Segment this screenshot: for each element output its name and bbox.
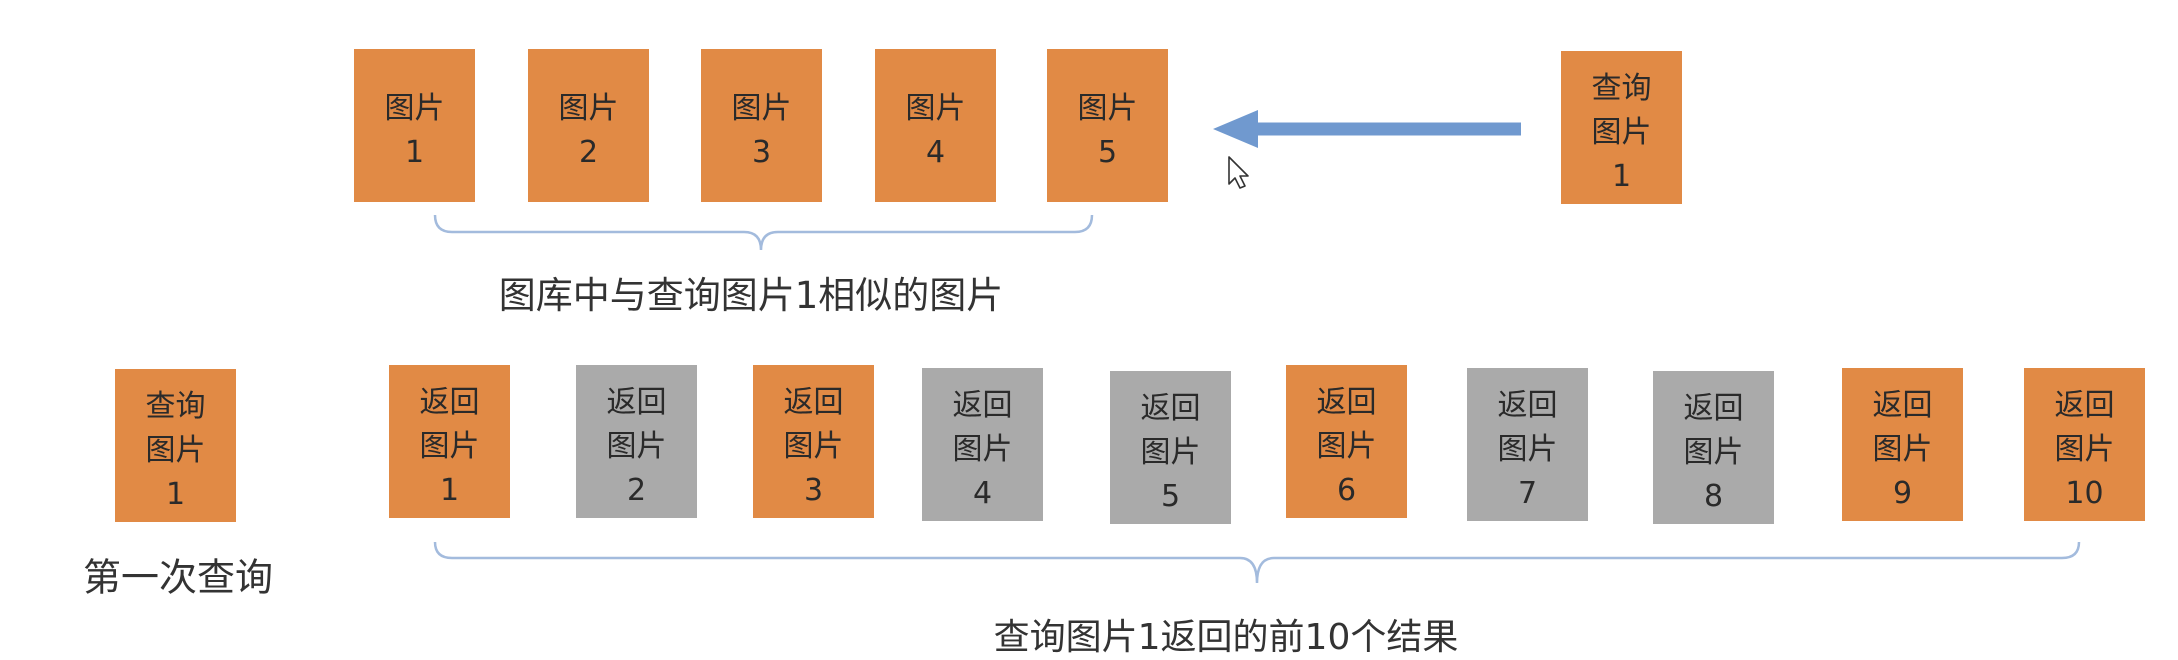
mouse-cursor-icon <box>1228 156 1249 189</box>
results-bracket <box>433 541 2081 584</box>
box-title: 图片 <box>1077 90 1138 126</box>
gallery-label: 图库中与查询图片1相似的图片 <box>498 274 1004 317</box>
box-number: 1 <box>1611 158 1632 194</box>
result-image-10: 返回 图片 10 <box>2024 368 2145 521</box>
box-subtitle: 图片 <box>145 432 206 468</box>
box-title: 返回 <box>606 384 667 420</box>
box-number: 5 <box>1160 478 1181 514</box>
result-image-2: 返回 图片 2 <box>576 365 697 518</box>
gallery-image-4: 图片 4 <box>875 49 996 202</box>
gallery-image-1: 图片 1 <box>354 49 475 202</box>
box-number: 2 <box>626 472 647 508</box>
box-title: 返回 <box>1497 387 1558 423</box>
box-number: 10 <box>2065 475 2104 511</box>
result-image-6: 返回 图片 6 <box>1286 365 1407 518</box>
box-number: 6 <box>1336 472 1357 508</box>
box-subtitle: 图片 <box>1140 434 1201 470</box>
box-title: 图片 <box>384 90 445 126</box>
box-title: 返回 <box>419 384 480 420</box>
box-number: 1 <box>439 472 460 508</box>
gallery-image-2: 图片 2 <box>528 49 649 202</box>
box-number: 5 <box>1097 134 1118 170</box>
gallery-image-3: 图片 3 <box>701 49 822 202</box>
box-subtitle: 图片 <box>1591 114 1652 150</box>
box-subtitle: 图片 <box>1316 428 1377 464</box>
box-subtitle: 图片 <box>606 428 667 464</box>
box-title: 返回 <box>1140 390 1201 426</box>
box-subtitle: 图片 <box>1683 434 1744 470</box>
box-subtitle: 图片 <box>419 428 480 464</box>
box-number: 7 <box>1517 475 1538 511</box>
box-number: 4 <box>925 134 946 170</box>
result-image-7: 返回 图片 7 <box>1467 368 1588 521</box>
result-image-1: 返回 图片 1 <box>389 365 510 518</box>
box-title: 图片 <box>731 90 792 126</box>
box-title: 返回 <box>1316 384 1377 420</box>
box-number: 3 <box>803 472 824 508</box>
first-query-image: 查询 图片 1 <box>115 369 236 522</box>
box-title: 返回 <box>1683 390 1744 426</box>
box-subtitle: 图片 <box>952 431 1013 467</box>
result-image-9: 返回 图片 9 <box>1842 368 1963 521</box>
left-arrow-icon <box>1213 110 1521 148</box>
result-image-4: 返回 图片 4 <box>922 368 1043 521</box>
gallery-bracket <box>433 214 1094 251</box>
box-title: 图片 <box>905 90 966 126</box>
box-title: 返回 <box>783 384 844 420</box>
box-subtitle: 图片 <box>1497 431 1558 467</box>
box-title: 图片 <box>558 90 619 126</box>
arrow-head <box>1213 110 1258 148</box>
result-image-8: 返回 图片 8 <box>1653 371 1774 524</box>
gallery-image-5: 图片 5 <box>1047 49 1168 202</box>
results-label: 查询图片1返回的前10个结果 <box>993 617 1459 658</box>
box-number: 4 <box>972 475 993 511</box>
result-image-3: 返回 图片 3 <box>753 365 874 518</box>
box-number: 2 <box>578 134 599 170</box>
box-subtitle: 图片 <box>783 428 844 464</box>
top-query-image: 查询 图片 1 <box>1561 51 1682 204</box>
box-number: 1 <box>165 476 186 512</box>
box-number: 9 <box>1892 475 1913 511</box>
result-image-5: 返回 图片 5 <box>1110 371 1231 524</box>
box-title: 返回 <box>952 387 1013 423</box>
box-title: 返回 <box>2054 387 2115 423</box>
box-subtitle: 图片 <box>1872 431 1933 467</box>
first-query-label: 第一次查询 <box>82 555 274 600</box>
box-title: 返回 <box>1872 387 1933 423</box>
box-number: 1 <box>404 134 425 170</box>
box-title: 查询 <box>145 388 206 424</box>
box-title: 查询 <box>1591 70 1652 106</box>
box-subtitle: 图片 <box>2054 431 2115 467</box>
box-number: 3 <box>751 134 772 170</box>
box-number: 8 <box>1703 478 1724 514</box>
